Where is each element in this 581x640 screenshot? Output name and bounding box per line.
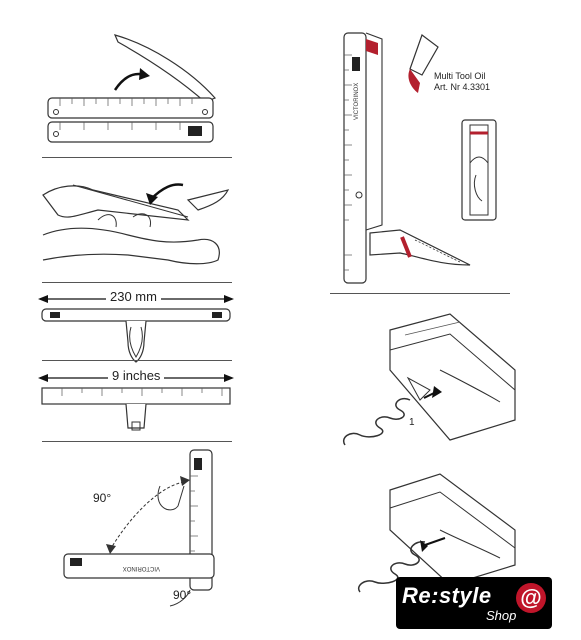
logo-at-icon: @: [516, 583, 546, 613]
oil-name-label: Multi Tool Oil: [434, 71, 486, 81]
illustration-length-mm: [36, 287, 236, 367]
logo-main-text: Re:style: [402, 583, 492, 608]
knife-ruler-drawing: [47, 34, 217, 143]
illustration-corkscrew-1: [330, 310, 520, 460]
length-in-label: 9 inches: [108, 368, 165, 383]
angle-bottom-label: 90°: [173, 588, 192, 602]
hands-drawing: [42, 183, 230, 265]
corkscrew-2-drawing: [358, 473, 516, 593]
divider-4: [42, 441, 232, 442]
divider-2: [42, 282, 232, 283]
svg-text:VICTORINOX: VICTORINOX: [123, 565, 160, 571]
logo-sub-text: Shop: [486, 608, 517, 623]
illustration-oiling: VICTORINOX: [330, 25, 530, 290]
illustration-length-in: [36, 366, 236, 438]
length-in-drawing: [38, 374, 234, 431]
step-number-label: 1: [409, 417, 415, 428]
illustration-hands-closing: [38, 165, 233, 275]
divider-right: [330, 293, 510, 294]
illustration-right-angle: VICTORINOX: [60, 446, 230, 616]
right-angle-drawing: VICTORINOX: [63, 449, 215, 607]
length-mm-drawing: [38, 295, 234, 363]
angle-top-label: 90°: [93, 491, 112, 505]
shop-logo: Re:style Shop @: [396, 577, 552, 629]
divider-1: [42, 157, 232, 158]
oil-art-label: Art. Nr 4.3301: [434, 82, 491, 92]
divider-3: [42, 360, 232, 361]
oiling-drawing: VICTORINOX: [343, 32, 497, 284]
corkscrew-1-drawing: [343, 313, 516, 446]
length-mm-label: 230 mm: [106, 289, 161, 304]
svg-text:VICTORINOX: VICTORINOX: [354, 83, 360, 120]
illustration-knife-open: [40, 30, 220, 150]
illustration-corkscrew-2: [330, 470, 520, 600]
